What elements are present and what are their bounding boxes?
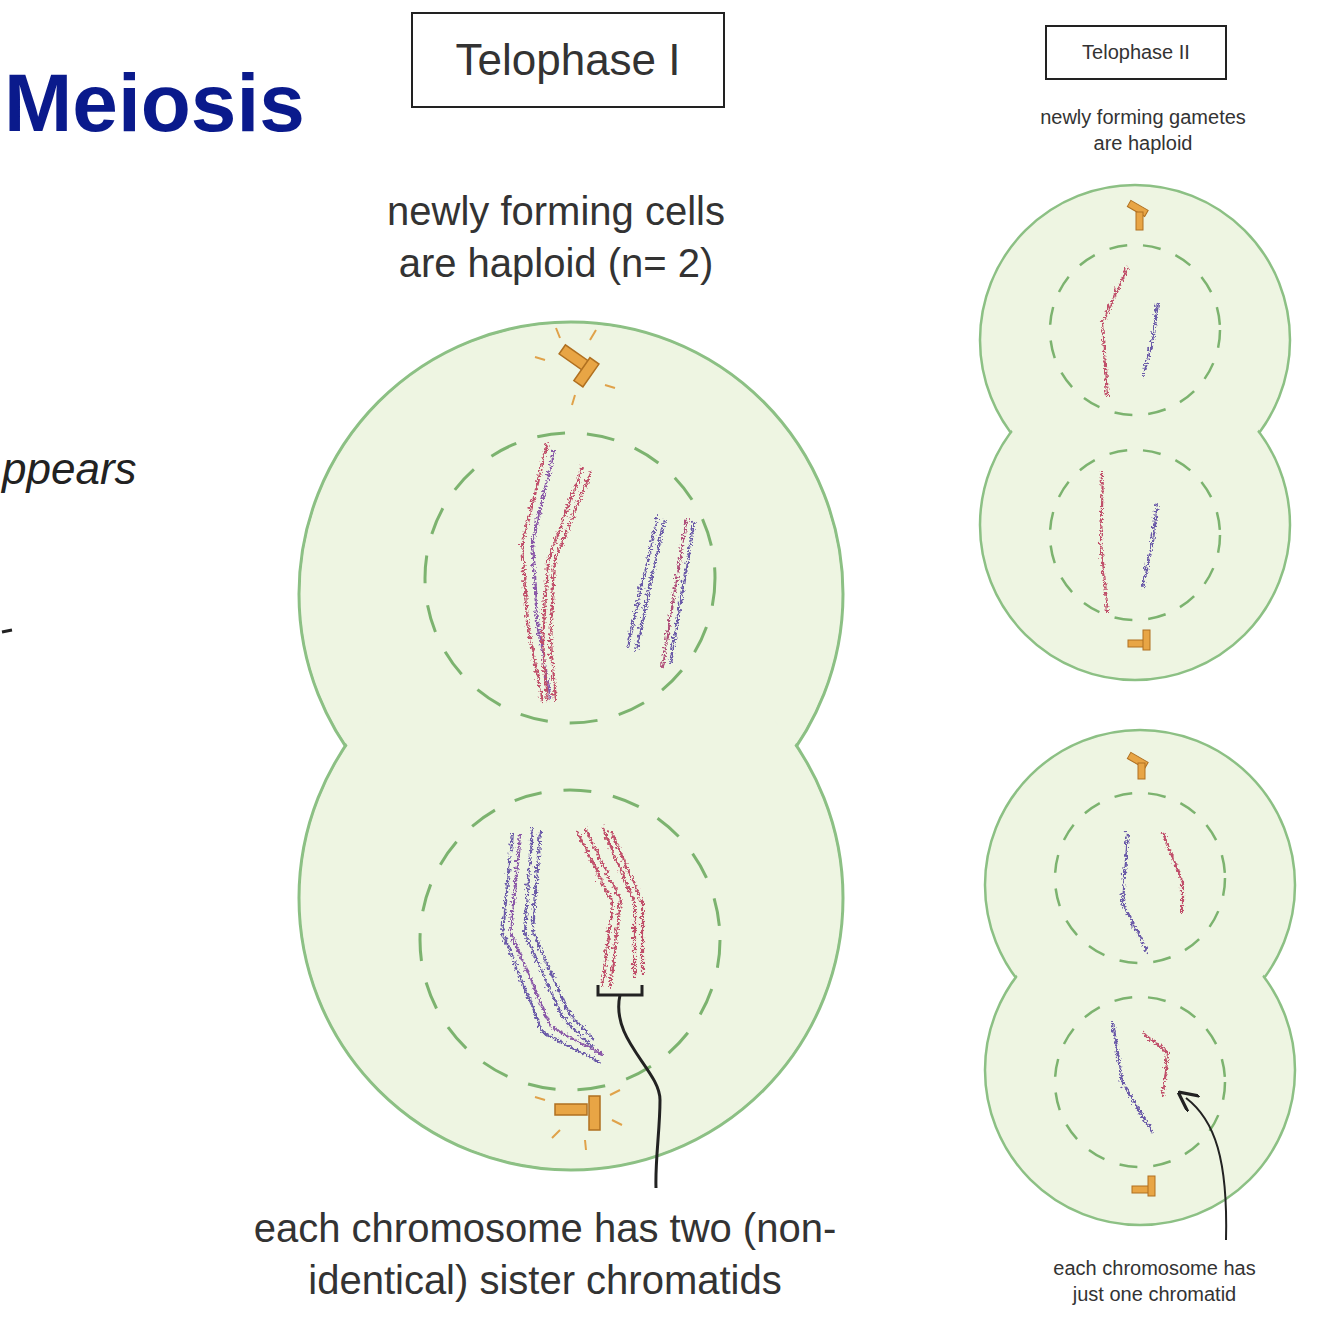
stage-note: newly forming cells are haploid (n= 2): [361, 185, 751, 289]
chromosome: [500, 440, 692, 1060]
stage-note: newly forming gametes are haploid: [1028, 104, 1258, 156]
stage-name: Telophase II: [1082, 41, 1190, 64]
chromatid: [1098, 265, 1180, 1130]
page-title: Meiosis: [4, 58, 305, 148]
centrosome: [535, 1090, 622, 1150]
telophase-two-cells: [980, 185, 1295, 1225]
callout-note: each chromosome has just one chromatid: [1042, 1255, 1267, 1307]
pen-mark: [2, 630, 12, 632]
centrosome: [1127, 200, 1155, 1196]
bracket-leader: [598, 985, 660, 1188]
stage-box: Telophase II: [1045, 25, 1227, 80]
handwritten-note: ppears: [2, 440, 202, 497]
callout-note: each chromosome has two (non-identical) …: [205, 1202, 885, 1306]
telophase-one-cell: [299, 322, 843, 1170]
stage-box: Telophase I: [411, 12, 725, 108]
centrosome: [535, 328, 615, 405]
stage-name: Telophase I: [455, 35, 680, 85]
leader-arrow: [1186, 1098, 1226, 1240]
